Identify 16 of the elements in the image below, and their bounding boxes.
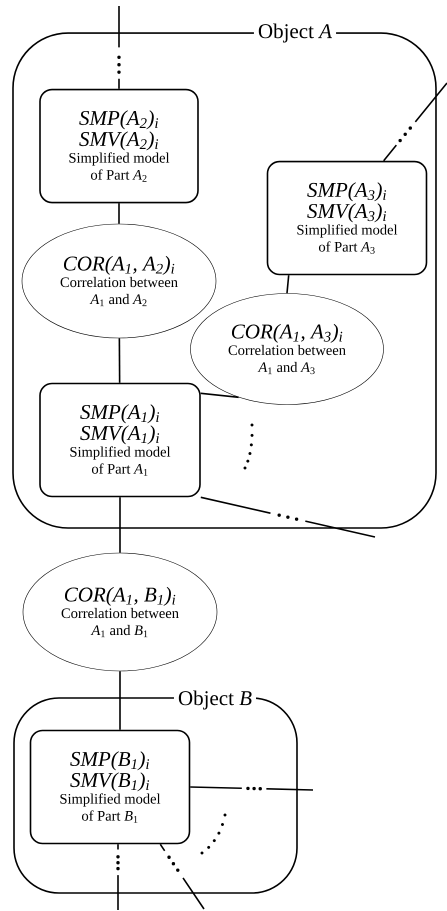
connector-line: [119, 671, 121, 730]
connector-line: [190, 786, 314, 791]
connector-line: [116, 844, 120, 911]
connector-line: [200, 392, 239, 398]
model-box: SMP(A$_{3}$)$_{i}$ SMV(A$_{3}$)$_{i}$ Simplified model of Part A$_{3}$: [266, 160, 428, 276]
connector-line: [286, 275, 290, 294]
model-box: SMP(A$_{1}$)$_{i}$ SMV(A$_{1}$)$_{i}$ Simplified model of Part A$_{1}$: [39, 382, 201, 498]
connector-line: [200, 496, 376, 538]
connector-line: [119, 497, 121, 553]
model-box: SMP(B$_{1}$)$_{i}$ SMV(B$_{1}$)$_{i}$ Simplified model of Part B$_{1}$: [30, 730, 190, 844]
connector-line: [118, 338, 120, 383]
connector-line: [160, 844, 205, 910]
connector-line: [117, 5, 121, 90]
connector-line: [118, 203, 120, 224]
model-box: SMP(A$_{2}$)$_{i}$ SMV(A$_{2}$)$_{i}$ Simplified model of Part A$_{2}$: [39, 88, 199, 204]
connector-line: [382, 82, 447, 162]
